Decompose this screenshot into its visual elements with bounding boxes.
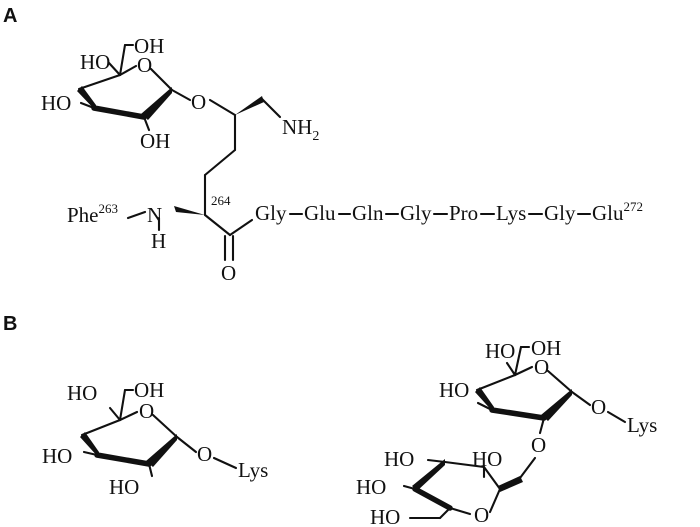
peptide-residue: Gly [544,201,576,225]
panel-label-b: B [3,313,17,335]
ho-label: HO [384,447,414,471]
residue-number-label: 264 [211,193,231,208]
oh-label: OH [134,378,164,402]
galactose-ring-b2 [475,345,627,435]
ho-label: HO [356,475,386,499]
peptide-residue-terminal: Glu272 [592,199,643,225]
carbonyl-oxygen-label: O [221,261,236,285]
peptide-residue: Pro [449,201,478,225]
ho-label: HO [109,475,139,499]
peptide-residue: Gly [400,201,432,225]
side-chain-a [126,96,282,262]
phe-residue-label: Phe263 [67,201,118,227]
ho-label: HO [41,91,71,115]
peptide-residue: Gln [352,201,384,225]
bridge-oxygen-label: O [531,433,546,457]
oh-label: OH [531,336,561,360]
ho-label: HO [80,50,110,74]
ring-oxygen-label: O [139,399,154,423]
peptide-residue: Glu [304,201,336,225]
ho-label: HO [67,381,97,405]
peptide-chain: Gly Glu Gln Gly Pro Lys Gly Glu272 [255,199,643,225]
structure-a: OH HO HO OH O O NH2 Phe263 N H 264 O Gl [41,34,643,285]
link-oxygen-label: O [197,442,212,466]
glycosidic-oxygen-label: O [191,90,206,114]
galactose-ring-b1 [80,388,238,478]
ho-label: HO [485,339,515,363]
peptide-residue: Gly [255,201,287,225]
link-oxygen-label: O [591,395,606,419]
panel-label-a: A [3,5,17,27]
glucose-ring-b2 [402,456,537,520]
ho-label: HO [370,505,400,527]
oh-label: OH [140,129,170,153]
amide-hydrogen-label: H [151,229,166,253]
ring-oxygen-label: O [534,355,549,379]
peptide-residue: Lys [496,201,526,225]
amide-nitrogen-label: N [147,203,162,227]
oh-label: OH [134,34,164,58]
lysine-label: Lys [238,458,268,482]
substituents-a [79,43,237,132]
ring-oxygen-label: O [137,53,152,77]
ho-label: HO [439,378,469,402]
amine-label: NH2 [282,115,319,144]
structure-b2: HO OH HO O O Lys O O HO HO HO HO [356,336,657,527]
ring-oxygen-label: O [474,503,489,527]
lysine-label: Lys [627,413,657,437]
galactose-ring-a [77,64,174,120]
ho-label: HO [472,447,502,471]
ho-label: HO [42,444,72,468]
structure-b1: HO OH HO HO O O Lys [42,378,268,499]
